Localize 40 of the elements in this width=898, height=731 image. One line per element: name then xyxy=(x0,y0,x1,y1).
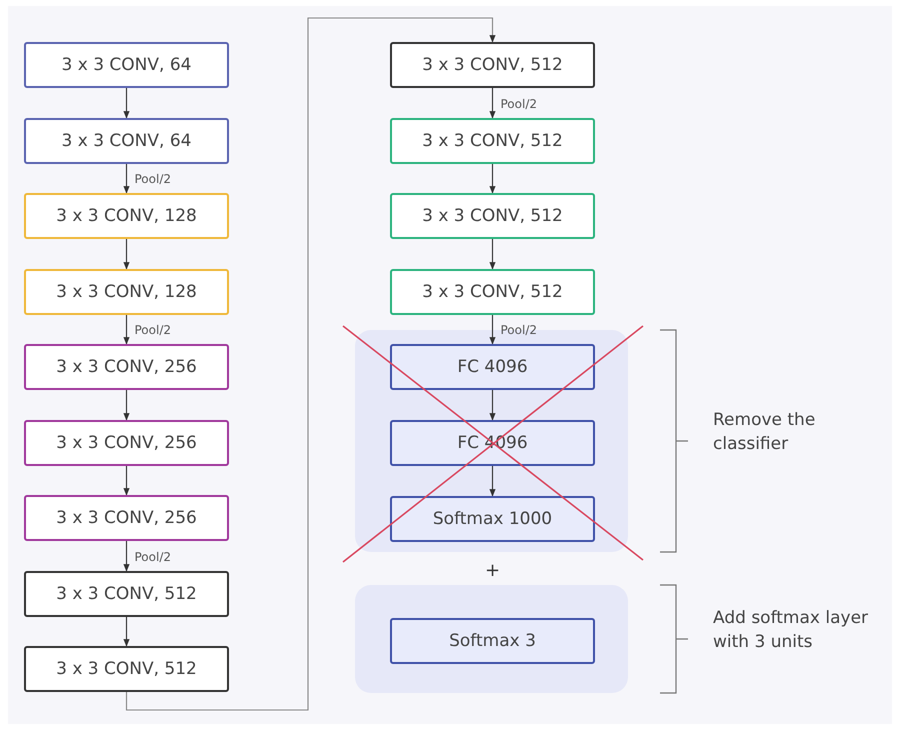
arrow xyxy=(126,17,496,711)
edge-label: Pool/2 xyxy=(134,323,172,337)
edge-label: Pool/2 xyxy=(134,550,172,564)
arrow xyxy=(123,88,130,119)
arrow xyxy=(489,315,496,345)
edge-label: Pool/2 xyxy=(134,172,172,186)
layer-box: Softmax 3 xyxy=(390,618,595,664)
edge-label: Pool/2 xyxy=(500,97,538,111)
layer-box: 3 x 3 CONV, 64 xyxy=(24,42,229,88)
arrow xyxy=(123,315,130,345)
layer-box: 3 x 3 CONV, 512 xyxy=(390,193,595,239)
layer-box: 3 x 3 CONV, 64 xyxy=(24,118,229,164)
edge-label: Pool/2 xyxy=(500,323,538,337)
layer-box: 3 x 3 CONV, 512 xyxy=(390,118,595,164)
arrow xyxy=(123,164,130,194)
layer-box: 3 x 3 CONV, 128 xyxy=(24,269,229,315)
layer-box: 3 x 3 CONV, 512 xyxy=(24,571,229,617)
annotation-text: Remove the classifier xyxy=(713,409,816,456)
arrow xyxy=(489,164,496,194)
arrow xyxy=(123,466,130,496)
layer-box: 3 x 3 CONV, 512 xyxy=(390,269,595,315)
annotation-text: Add softmax layer with 3 units xyxy=(713,607,870,654)
layer-box: 3 x 3 CONV, 512 xyxy=(390,42,595,88)
arrow xyxy=(489,239,496,270)
arrow xyxy=(123,617,130,647)
layer-box: 3 x 3 CONV, 128 xyxy=(24,193,229,239)
group-panel xyxy=(355,585,628,693)
arrow xyxy=(123,541,130,572)
arrow xyxy=(123,390,130,421)
layer-box: 3 x 3 CONV, 256 xyxy=(24,420,229,466)
layer-box: 3 x 3 CONV, 256 xyxy=(24,344,229,390)
layer-box: Softmax 1000 xyxy=(390,496,595,542)
arrow xyxy=(489,88,496,119)
arrow xyxy=(489,390,496,421)
layer-box: 3 x 3 CONV, 256 xyxy=(24,495,229,541)
layer-box: 3 x 3 CONV, 512 xyxy=(24,646,229,692)
arrow xyxy=(123,239,130,270)
layer-box: FC 4096 xyxy=(390,344,595,390)
plus-sign: + xyxy=(485,560,500,581)
arrow xyxy=(489,466,496,497)
